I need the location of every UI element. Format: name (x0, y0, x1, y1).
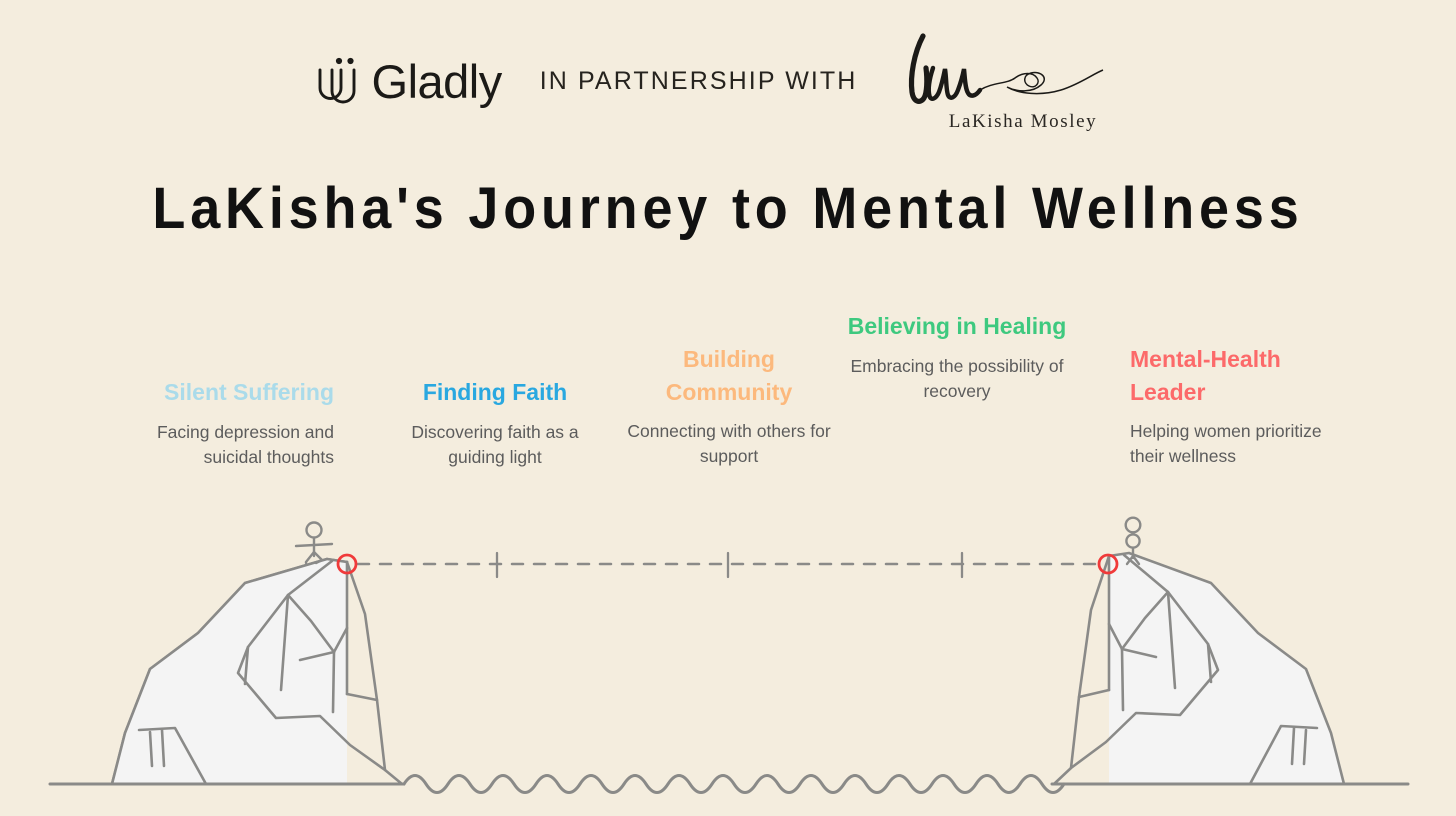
stage-title: Believing in Healing (847, 313, 1067, 339)
gladly-wordmark: Gladly (371, 54, 503, 108)
partner-name-text: LaKisha Mosley (949, 111, 1098, 132)
stage-mental-health-leader: Mental-Health Leader Helping women prior… (1130, 343, 1360, 469)
lakisha-mosley-logo: LaKisha Mosley (909, 33, 1104, 132)
stage-description: Connecting with others for support (627, 421, 831, 467)
lm-monogram-icon (909, 33, 983, 104)
stage-description: Embracing the possibility of recovery (850, 355, 1064, 401)
journey-stages: Silent Suffering Facing depression and s… (0, 300, 1456, 500)
stage-description: Facing depression and suicidal thoughts (156, 421, 334, 467)
stage-title: Building Community (665, 346, 793, 405)
stage-finding-faith: Finding Faith Discovering faith as a gui… (384, 376, 606, 469)
partnership-label: IN PARTNERSHIP WITH (539, 66, 858, 95)
stage-building-community: Building Community Connecting with other… (618, 343, 840, 469)
stage-title: Silent Suffering (164, 379, 334, 405)
heart-swash-icon (980, 69, 1104, 95)
stage-title: Mental-Health Leader (1130, 346, 1281, 405)
stick-figure-standing-icon (1124, 516, 1142, 566)
mountain-peak-right-icon (1052, 551, 1346, 786)
anchor-point-circle-icon (1097, 553, 1119, 575)
dashed-bridge-line-icon (356, 551, 1100, 579)
stage-title: Finding Faith (422, 379, 568, 405)
gladly-logo: Gladly (315, 55, 502, 107)
gladly-smile-icon (318, 57, 355, 104)
stage-description: Helping women prioritize their wellness (1130, 421, 1322, 467)
stage-description: Discovering faith as a guiding light (411, 421, 579, 467)
stage-believing-in-healing: Believing in Healing Embracing the possi… (846, 310, 1068, 403)
stick-figure-walking-icon (294, 521, 334, 565)
anchor-point-circle-icon (336, 553, 358, 575)
stage-silent-suffering: Silent Suffering Facing depression and s… (112, 376, 334, 469)
mountain-peak-left-icon (110, 557, 404, 786)
wavy-water-line-icon (48, 774, 1410, 794)
page-title: LaKisha's Journey to Mental Wellness (152, 176, 1304, 241)
header-lockup: Gladly IN PARTNERSHIP WITH LaKisha Mosle… (0, 22, 1456, 140)
